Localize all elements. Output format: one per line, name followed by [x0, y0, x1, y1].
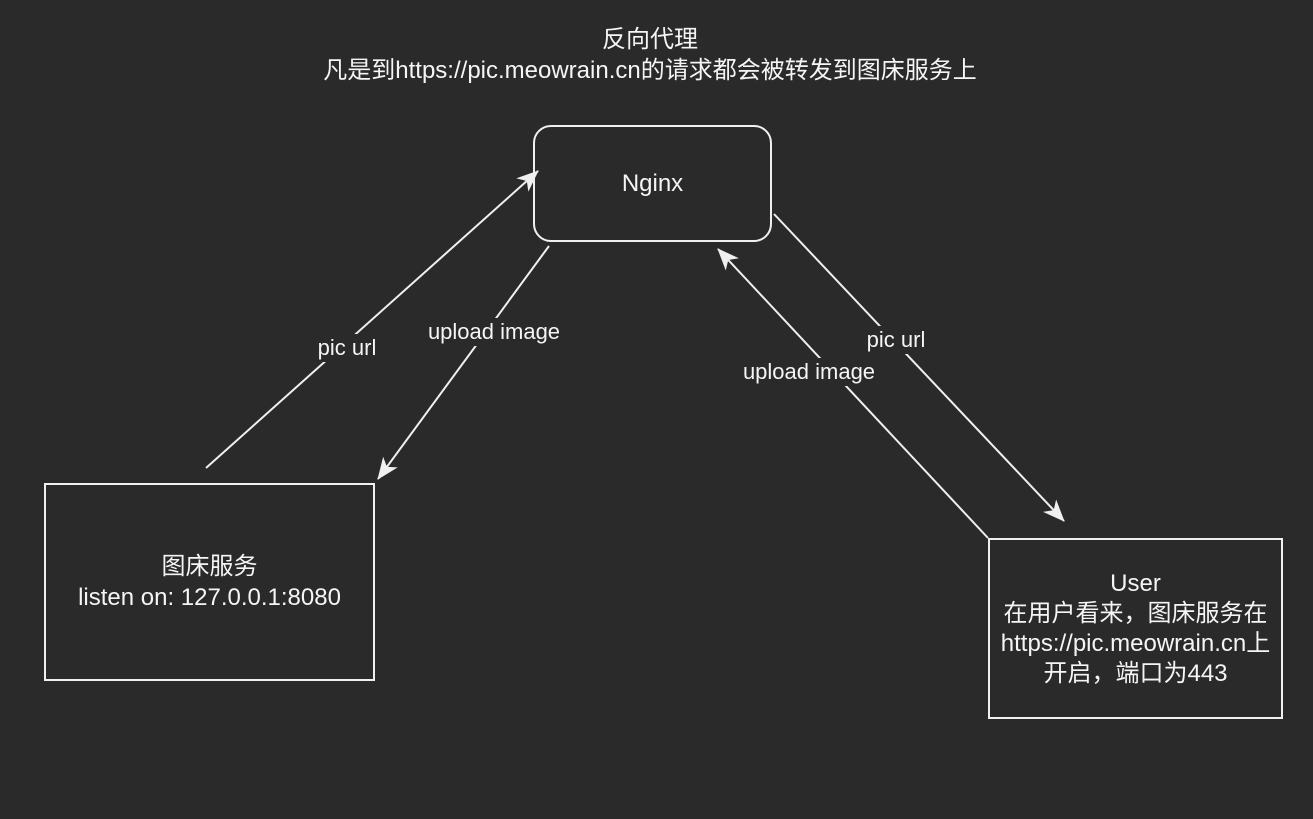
user-title: User	[1110, 569, 1161, 597]
edge-label-upload-image-left: upload image	[424, 318, 564, 346]
image-service-subtitle: listen on: 127.0.0.1:8080	[78, 584, 341, 611]
user-line-2: https://pic.meowrain.cn上	[1000, 629, 1271, 657]
nginx-label: Nginx	[621, 169, 684, 197]
arrow-upload-image-user-to-nginx	[717, 248, 989, 539]
arrow-upload-image-nginx-to-service	[377, 245, 550, 480]
edge-label-upload-image-right: upload image	[739, 358, 879, 386]
edge-label-pic-url-right: pic url	[863, 326, 929, 354]
user-node: User 在用户看来，图床服务在 https://pic.meowrain.cn…	[988, 538, 1283, 719]
user-line-1: 在用户看来，图床服务在	[1003, 599, 1268, 627]
title-line-1: 反向代理	[602, 26, 698, 53]
user-line-3: 开启，端口为443	[1043, 659, 1228, 687]
arrow-pic-url-service-to-nginx	[205, 170, 539, 469]
nginx-node: Nginx	[533, 125, 772, 242]
arrow-pic-url-nginx-to-user	[773, 213, 1065, 522]
diagram-title: 反向代理 凡是到https://pic.meowrain.cn的请求都会被转发到…	[0, 24, 1300, 86]
image-service-node: 图床服务 listen on: 127.0.0.1:8080	[44, 483, 375, 681]
title-line-2: 凡是到https://pic.meowrain.cn的请求都会被转发到图床服务上	[323, 57, 977, 84]
image-service-title: 图床服务	[161, 553, 258, 580]
edge-label-pic-url-left: pic url	[314, 334, 380, 362]
